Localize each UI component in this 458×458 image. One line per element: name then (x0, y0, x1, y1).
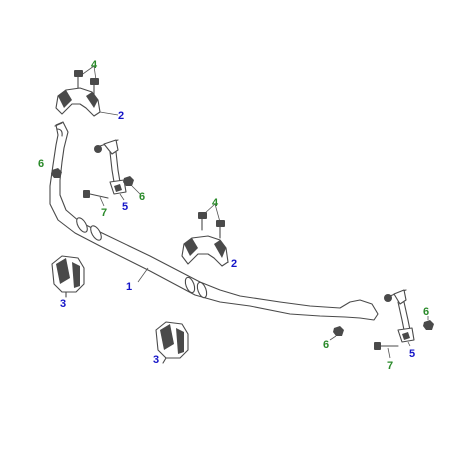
callout-2-clamp-left: 2 (118, 110, 124, 122)
callout-6-nut-left-link: 6 (139, 191, 145, 203)
nut-left-link (123, 176, 141, 195)
clamp-left (55, 87, 119, 117)
callout-6-nut-right-bottom: 6 (323, 339, 329, 351)
callout-3-bush-left: 3 (60, 298, 66, 310)
bolt-left (83, 190, 109, 207)
callout-6-nut-left-top: 6 (38, 158, 44, 170)
nut-right-bottom (329, 326, 344, 341)
callout-1-bar: 1 (126, 281, 132, 293)
callout-5-link-right: 5 (409, 348, 415, 360)
bolt-4b-left (90, 78, 99, 97)
bolt-4a-left (74, 70, 83, 89)
callout-4-bolt-group-right: 4 (212, 197, 219, 209)
callout-2-clamp-right: 2 (231, 258, 237, 270)
bolt-group-left (74, 65, 99, 97)
clamp-right (181, 235, 229, 267)
callout-5-link-left: 5 (122, 201, 128, 213)
link-left (94, 139, 127, 201)
callout-4-bolt-group-left: 4 (91, 59, 98, 71)
nut-right-top (423, 316, 434, 330)
bolt-right (374, 342, 399, 359)
nut-left-top (51, 168, 62, 178)
callout-3-bush-center: 3 (153, 354, 159, 366)
bush-left (51, 255, 85, 298)
bolt-4a-right (198, 212, 207, 231)
bolt-group-right (198, 203, 225, 239)
bush-center (155, 321, 189, 364)
callout-7-bolt-left: 7 (101, 207, 107, 219)
link-right (384, 289, 415, 347)
bolt-4b-right (216, 220, 225, 239)
callout-6-nut-right-top: 6 (423, 306, 429, 318)
callout-7-bolt-right: 7 (387, 360, 393, 372)
anti-roll-bar (49, 121, 379, 321)
